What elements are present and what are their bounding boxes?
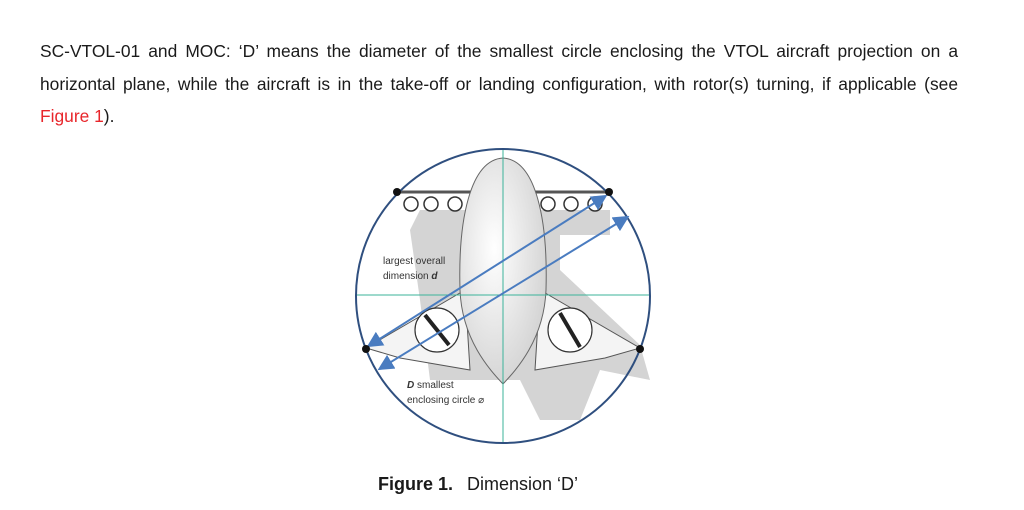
label-symbol: d	[431, 271, 438, 282]
figure-1-link[interactable]: Figure 1	[40, 106, 104, 127]
caption-title: Dimension ‘D’	[467, 474, 579, 494]
label-text: dimension	[383, 271, 432, 282]
label-largest-dimension: largest overall dimension d	[383, 254, 445, 284]
label-symbol: D	[407, 380, 415, 391]
dimension-D-arrow	[377, 215, 630, 371]
paragraph-text: SC-VTOL-01 and MOC: ‘D’ means the diamet…	[40, 41, 958, 94]
label-text: enclosing circle ⌀	[407, 395, 485, 406]
figure-caption: Figure 1. Dimension ‘D’	[378, 474, 578, 495]
paragraph-text-end: ).	[103, 106, 115, 127]
label-smallest-circle: D smallest enclosing circle ⌀	[407, 378, 484, 408]
label-text: smallest	[414, 380, 454, 391]
label-text: largest overall	[383, 256, 446, 267]
enclosing-circle	[355, 148, 651, 444]
extreme-points	[362, 188, 644, 353]
caption-number: Figure 1.	[378, 474, 454, 494]
definition-paragraph: SC-VTOL-01 and MOC: ‘D’ means the diamet…	[40, 35, 958, 133]
